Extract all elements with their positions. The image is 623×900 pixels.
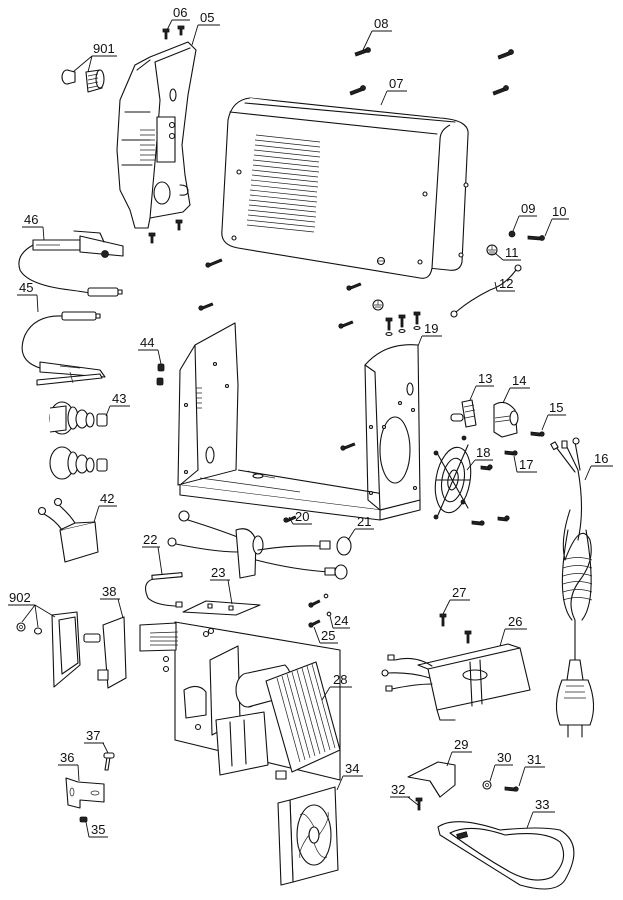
label-46: 46	[24, 212, 38, 227]
screw-05-bottom-pair	[148, 219, 183, 244]
knob-901-part	[61, 69, 105, 93]
carrying-strap-33-part	[437, 821, 575, 890]
label-34: 34	[345, 761, 359, 776]
potentiometer-38-part	[83, 616, 127, 689]
label-08: 08	[374, 16, 388, 31]
label-10: 10	[552, 204, 566, 219]
fan-34-part	[277, 786, 339, 886]
label-37: 37	[86, 728, 100, 743]
label-20: 20	[295, 509, 309, 524]
leader-lines	[8, 19, 613, 838]
label-14: 14	[512, 373, 526, 388]
electrode-holder-46-part	[18, 230, 124, 297]
loose-screws	[198, 258, 421, 451]
screw-08-set	[349, 47, 514, 96]
insulation-sheet-23-part	[182, 600, 261, 616]
screw-06-pair	[162, 25, 185, 40]
label-17: 17	[519, 457, 533, 472]
label-44: 44	[140, 335, 154, 350]
label-36: 36	[60, 750, 74, 765]
front-panel-part	[116, 41, 197, 229]
label-33: 33	[535, 797, 549, 812]
transformer-housing-26-part	[381, 643, 531, 721]
label-18: 18	[476, 445, 490, 460]
screw-15-17	[471, 431, 545, 526]
cable-set-21-part	[167, 510, 352, 580]
sensor-cable-22-part	[145, 572, 183, 608]
label-901: 901	[93, 41, 115, 56]
label-15: 15	[549, 400, 563, 415]
label-45: 45	[19, 280, 33, 295]
label-32: 32	[391, 782, 405, 797]
ground-symbol-11	[486, 244, 498, 256]
label-31: 31	[527, 752, 541, 767]
label-27: 27	[452, 585, 466, 600]
label-29: 29	[454, 737, 468, 752]
label-19: 19	[424, 321, 438, 336]
switch-knob-14-part	[493, 401, 519, 438]
heat-sink-28-part	[265, 661, 341, 780]
capacitor-42-part	[37, 497, 99, 563]
knob-nut-washer-902	[16, 611, 81, 688]
label-24: 24	[334, 613, 348, 628]
label-23: 23	[211, 565, 225, 580]
screw-27-pair	[439, 613, 472, 644]
label-38: 38	[102, 584, 116, 599]
screw-37-part	[103, 752, 115, 771]
label-16: 16	[594, 451, 608, 466]
bracket-29-part	[407, 761, 456, 798]
chassis-frame-part	[177, 322, 421, 521]
label-43: 43	[112, 391, 126, 406]
part-labels: 06 05 901 08 07 09 10 11 12 46 45 44 43 …	[9, 5, 608, 837]
label-30: 30	[497, 750, 511, 765]
label-13: 13	[478, 371, 492, 386]
label-25: 25	[321, 628, 335, 643]
nut-30-screw-31-32	[415, 780, 519, 811]
label-26: 26	[508, 614, 522, 629]
screw-20-24-25	[283, 515, 332, 628]
label-09: 09	[521, 201, 535, 216]
housing-cover-part	[221, 97, 469, 279]
label-42: 42	[100, 491, 114, 506]
label-21: 21	[357, 514, 371, 529]
label-22: 22	[143, 532, 157, 547]
power-cord-16-part	[550, 437, 595, 738]
ground-wire-12	[450, 264, 522, 318]
washer-09-screw-10	[508, 230, 545, 241]
angle-bracket-36-part	[65, 777, 105, 809]
switch-13-part	[450, 399, 477, 428]
label-05: 05	[200, 10, 214, 25]
nut-35-part	[79, 816, 88, 823]
label-12: 12	[499, 276, 513, 291]
label-28: 28	[333, 672, 347, 687]
label-06: 06	[173, 5, 187, 20]
label-11: 11	[505, 245, 519, 260]
earth-clamp-45-part	[21, 311, 106, 386]
label-902: 902	[9, 590, 31, 605]
label-35: 35	[91, 822, 105, 837]
label-07: 07	[389, 76, 403, 91]
fan-grille-18-part	[433, 435, 472, 520]
output-socket-43-part	[49, 401, 108, 480]
set-screw-44	[156, 363, 165, 386]
